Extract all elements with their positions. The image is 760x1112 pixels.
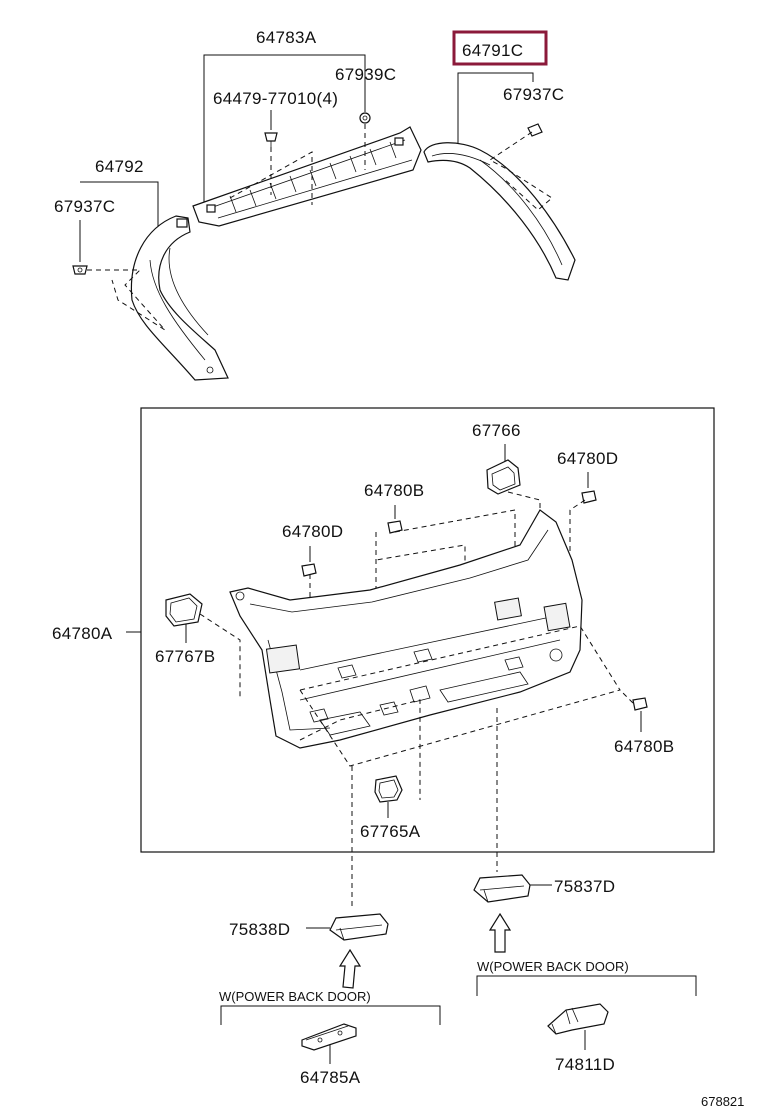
bracket-right xyxy=(476,975,697,996)
label-64780D-right[interactable]: 64780D xyxy=(557,449,618,468)
arrow-up-icon-right xyxy=(488,912,512,953)
dash-left-pillar xyxy=(87,269,166,331)
fastener-icon xyxy=(359,112,371,124)
label-64791C[interactable]: 64791C xyxy=(462,41,523,60)
dash-upper-3 xyxy=(229,151,313,205)
label-64780B-right[interactable]: 64780B xyxy=(614,737,674,756)
label-74811D[interactable]: 74811D xyxy=(555,1055,615,1074)
label-75838D[interactable]: 75838D xyxy=(229,920,290,939)
clip-icon-left xyxy=(72,265,88,275)
cover-67765A xyxy=(374,775,403,803)
cover-67767B xyxy=(165,593,203,627)
part-74811D xyxy=(547,1003,609,1035)
main-panel-frame xyxy=(140,407,715,853)
dash-64780B-right xyxy=(619,689,634,704)
arrow-up-icon-left xyxy=(338,948,362,989)
label-67766[interactable]: 67766 xyxy=(472,421,521,440)
label-67767B[interactable]: 67767B xyxy=(155,647,215,666)
label-67937C-left[interactable]: 67937C xyxy=(54,197,115,216)
part-64785A xyxy=(301,1023,357,1051)
cover-67766 xyxy=(486,459,521,495)
label-67765A[interactable]: 67765A xyxy=(360,822,421,841)
leader-64783A xyxy=(203,54,366,207)
leader-64792 xyxy=(80,181,159,230)
dash-board-bottom-2 xyxy=(299,699,421,800)
clip-64780D-left xyxy=(301,563,317,577)
clip-icon-right xyxy=(527,123,543,137)
highlight-box-64791C xyxy=(452,30,548,66)
clip-64780B-top xyxy=(387,520,403,534)
label-64780D-left[interactable]: 64780D xyxy=(282,522,343,541)
bracket-left xyxy=(220,1005,441,1025)
label-64785A[interactable]: 64785A xyxy=(300,1068,361,1087)
clip-icon xyxy=(264,132,278,147)
label-64792[interactable]: 64792 xyxy=(95,157,144,176)
dash-67766 xyxy=(507,491,541,580)
clip-64780D-right xyxy=(581,490,597,504)
label-67937C-right[interactable]: 67937C xyxy=(503,85,564,104)
leader-64791C xyxy=(457,72,534,150)
upper-trim-panel xyxy=(192,126,422,227)
label-75837D[interactable]: 75837D xyxy=(554,877,615,896)
label-64780A[interactable]: 64780A xyxy=(52,624,113,643)
clip-64780B-right xyxy=(632,697,648,711)
dash-panel-grid-1 xyxy=(375,532,466,626)
label-64780B-top[interactable]: 64780B xyxy=(364,481,424,500)
label-64479-77010[interactable]: 64479-77010(4) xyxy=(213,89,338,108)
label-67939C[interactable]: 67939C xyxy=(335,65,396,84)
dash-67767B xyxy=(199,613,241,700)
handle-75837D xyxy=(473,874,531,903)
left-pillar-trim xyxy=(130,215,229,381)
right-pillar-trim xyxy=(423,142,576,281)
handle-75838D xyxy=(329,913,389,941)
condition-left: W(POWER BACK DOOR) xyxy=(219,989,371,1004)
diagram-id: 678821 xyxy=(701,1094,744,1109)
back-door-trim-board xyxy=(229,509,583,749)
condition-right: W(POWER BACK DOOR) xyxy=(477,959,629,974)
dash-64780D-right xyxy=(569,499,586,600)
label-64783A[interactable]: 64783A xyxy=(256,28,317,47)
